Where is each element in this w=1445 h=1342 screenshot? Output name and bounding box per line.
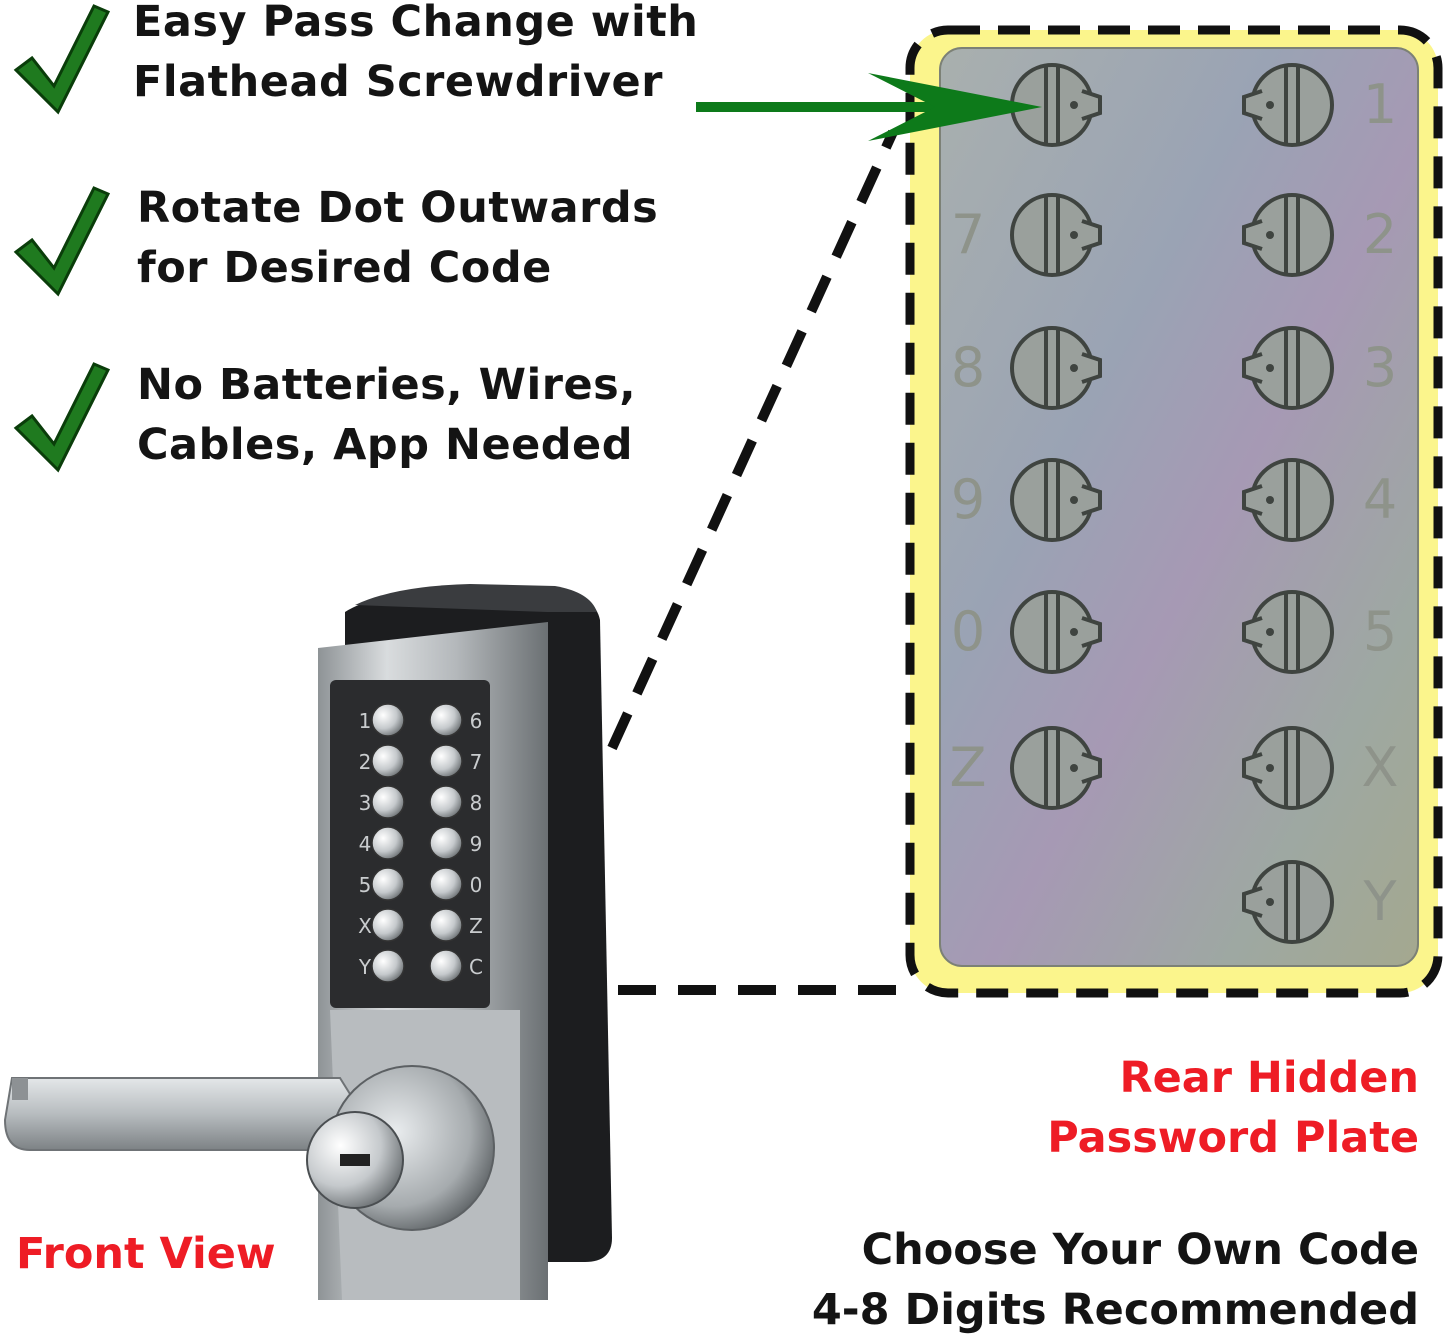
lock-illustration: 1 6 2 7 3 8 4 9 5 0X Z Y C (3, 584, 612, 1300)
keypad-label: X (358, 914, 372, 938)
dashed-connector (607, 129, 912, 995)
feature-line: Cables, App Needed (137, 420, 634, 470)
front-view-label: Front View (16, 1229, 276, 1279)
checkmark-icon (13, 4, 110, 115)
keypad-label: 1 (359, 709, 372, 733)
keypad-label: 0 (470, 873, 483, 897)
keypad-label: 9 (470, 832, 483, 856)
plate-dial (1010, 193, 1102, 277)
rear-plate-label: Rear Hidden Password Plate (1047, 1048, 1419, 1168)
feature-line: Flathead Screwdriver (133, 57, 663, 107)
keypad-button[interactable] (371, 908, 405, 942)
plate-dials: 7 8 9 0Z 1 2 3 4 5X Y (950, 63, 1399, 944)
plate-mark: 1 (1363, 73, 1397, 136)
keypad-label: 2 (359, 750, 372, 774)
keypad-label: 5 (359, 873, 372, 897)
plate-mark: 7 (951, 203, 985, 266)
plate-mark: Y (1363, 870, 1398, 933)
plate-dial (1242, 458, 1334, 542)
plate-dial (1010, 726, 1102, 810)
arrow-icon (696, 73, 1042, 141)
keypad-button[interactable] (371, 744, 405, 778)
plate-dial (1242, 63, 1334, 147)
keypad-button[interactable] (371, 826, 405, 860)
keypad-button[interactable] (429, 826, 463, 860)
plate-dial (1242, 726, 1334, 810)
plate-dial (1242, 860, 1334, 944)
plate-mark: 0 (951, 600, 985, 663)
plate-mark: 5 (1363, 600, 1397, 663)
keypad-label: 8 (470, 791, 483, 815)
keypad-label: C (469, 955, 483, 979)
plate-dial (1242, 326, 1334, 410)
keypad-label: Z (469, 914, 483, 938)
rear-plate-label-line: Rear Hidden (1119, 1053, 1419, 1103)
keypad-button[interactable] (429, 785, 463, 819)
keypad-button[interactable] (429, 908, 463, 942)
plate-mark: Z (950, 736, 987, 799)
code-note-line: Choose Your Own Code (861, 1225, 1419, 1275)
checkmark-icon (13, 186, 110, 297)
keypad-label: 6 (470, 709, 483, 733)
plate-dial (1010, 590, 1102, 674)
plate-mark: X (1362, 736, 1399, 799)
keypad-button[interactable] (429, 703, 463, 737)
plate-mark: 4 (1363, 468, 1397, 531)
plate-mark: 3 (1363, 336, 1397, 399)
keypad-button[interactable] (371, 785, 405, 819)
plate-dial (1010, 458, 1102, 542)
keypad-label: 3 (359, 791, 372, 815)
plate-mark: 9 (951, 468, 985, 531)
rear-password-plate: 7 8 9 0Z 1 2 3 4 5X Y (905, 25, 1443, 998)
plate-mark: 2 (1363, 203, 1397, 266)
plate-dial (1010, 326, 1102, 410)
code-note-line: 4-8 Digits Recommended (811, 1285, 1419, 1335)
keypad-button[interactable] (371, 703, 405, 737)
plate-dial (1242, 590, 1334, 674)
keypad-label: 4 (359, 832, 372, 856)
keypad-button[interactable] (429, 867, 463, 901)
plate-mark: 8 (951, 336, 985, 399)
feature-line: Easy Pass Change with (133, 0, 699, 47)
code-note: Choose Your Own Code 4-8 Digits Recommen… (812, 1220, 1419, 1340)
front-keypad: 1 6 2 7 3 8 4 9 5 0X Z Y C (358, 703, 483, 983)
feature-line: No Batteries, Wires, (137, 360, 637, 410)
keypad-label: 7 (470, 750, 483, 774)
feature-line: Rotate Dot Outwards (137, 183, 659, 233)
keypad-button[interactable] (371, 867, 405, 901)
keypad-button[interactable] (371, 949, 405, 983)
checkmark-icon (13, 362, 110, 473)
feature-line: for Desired Code (137, 243, 552, 293)
keypad-button[interactable] (429, 949, 463, 983)
keypad-label: Y (358, 955, 372, 979)
plate-dial (1242, 193, 1334, 277)
keypad-button[interactable] (429, 744, 463, 778)
rear-plate-label-line: Password Plate (1047, 1113, 1419, 1163)
